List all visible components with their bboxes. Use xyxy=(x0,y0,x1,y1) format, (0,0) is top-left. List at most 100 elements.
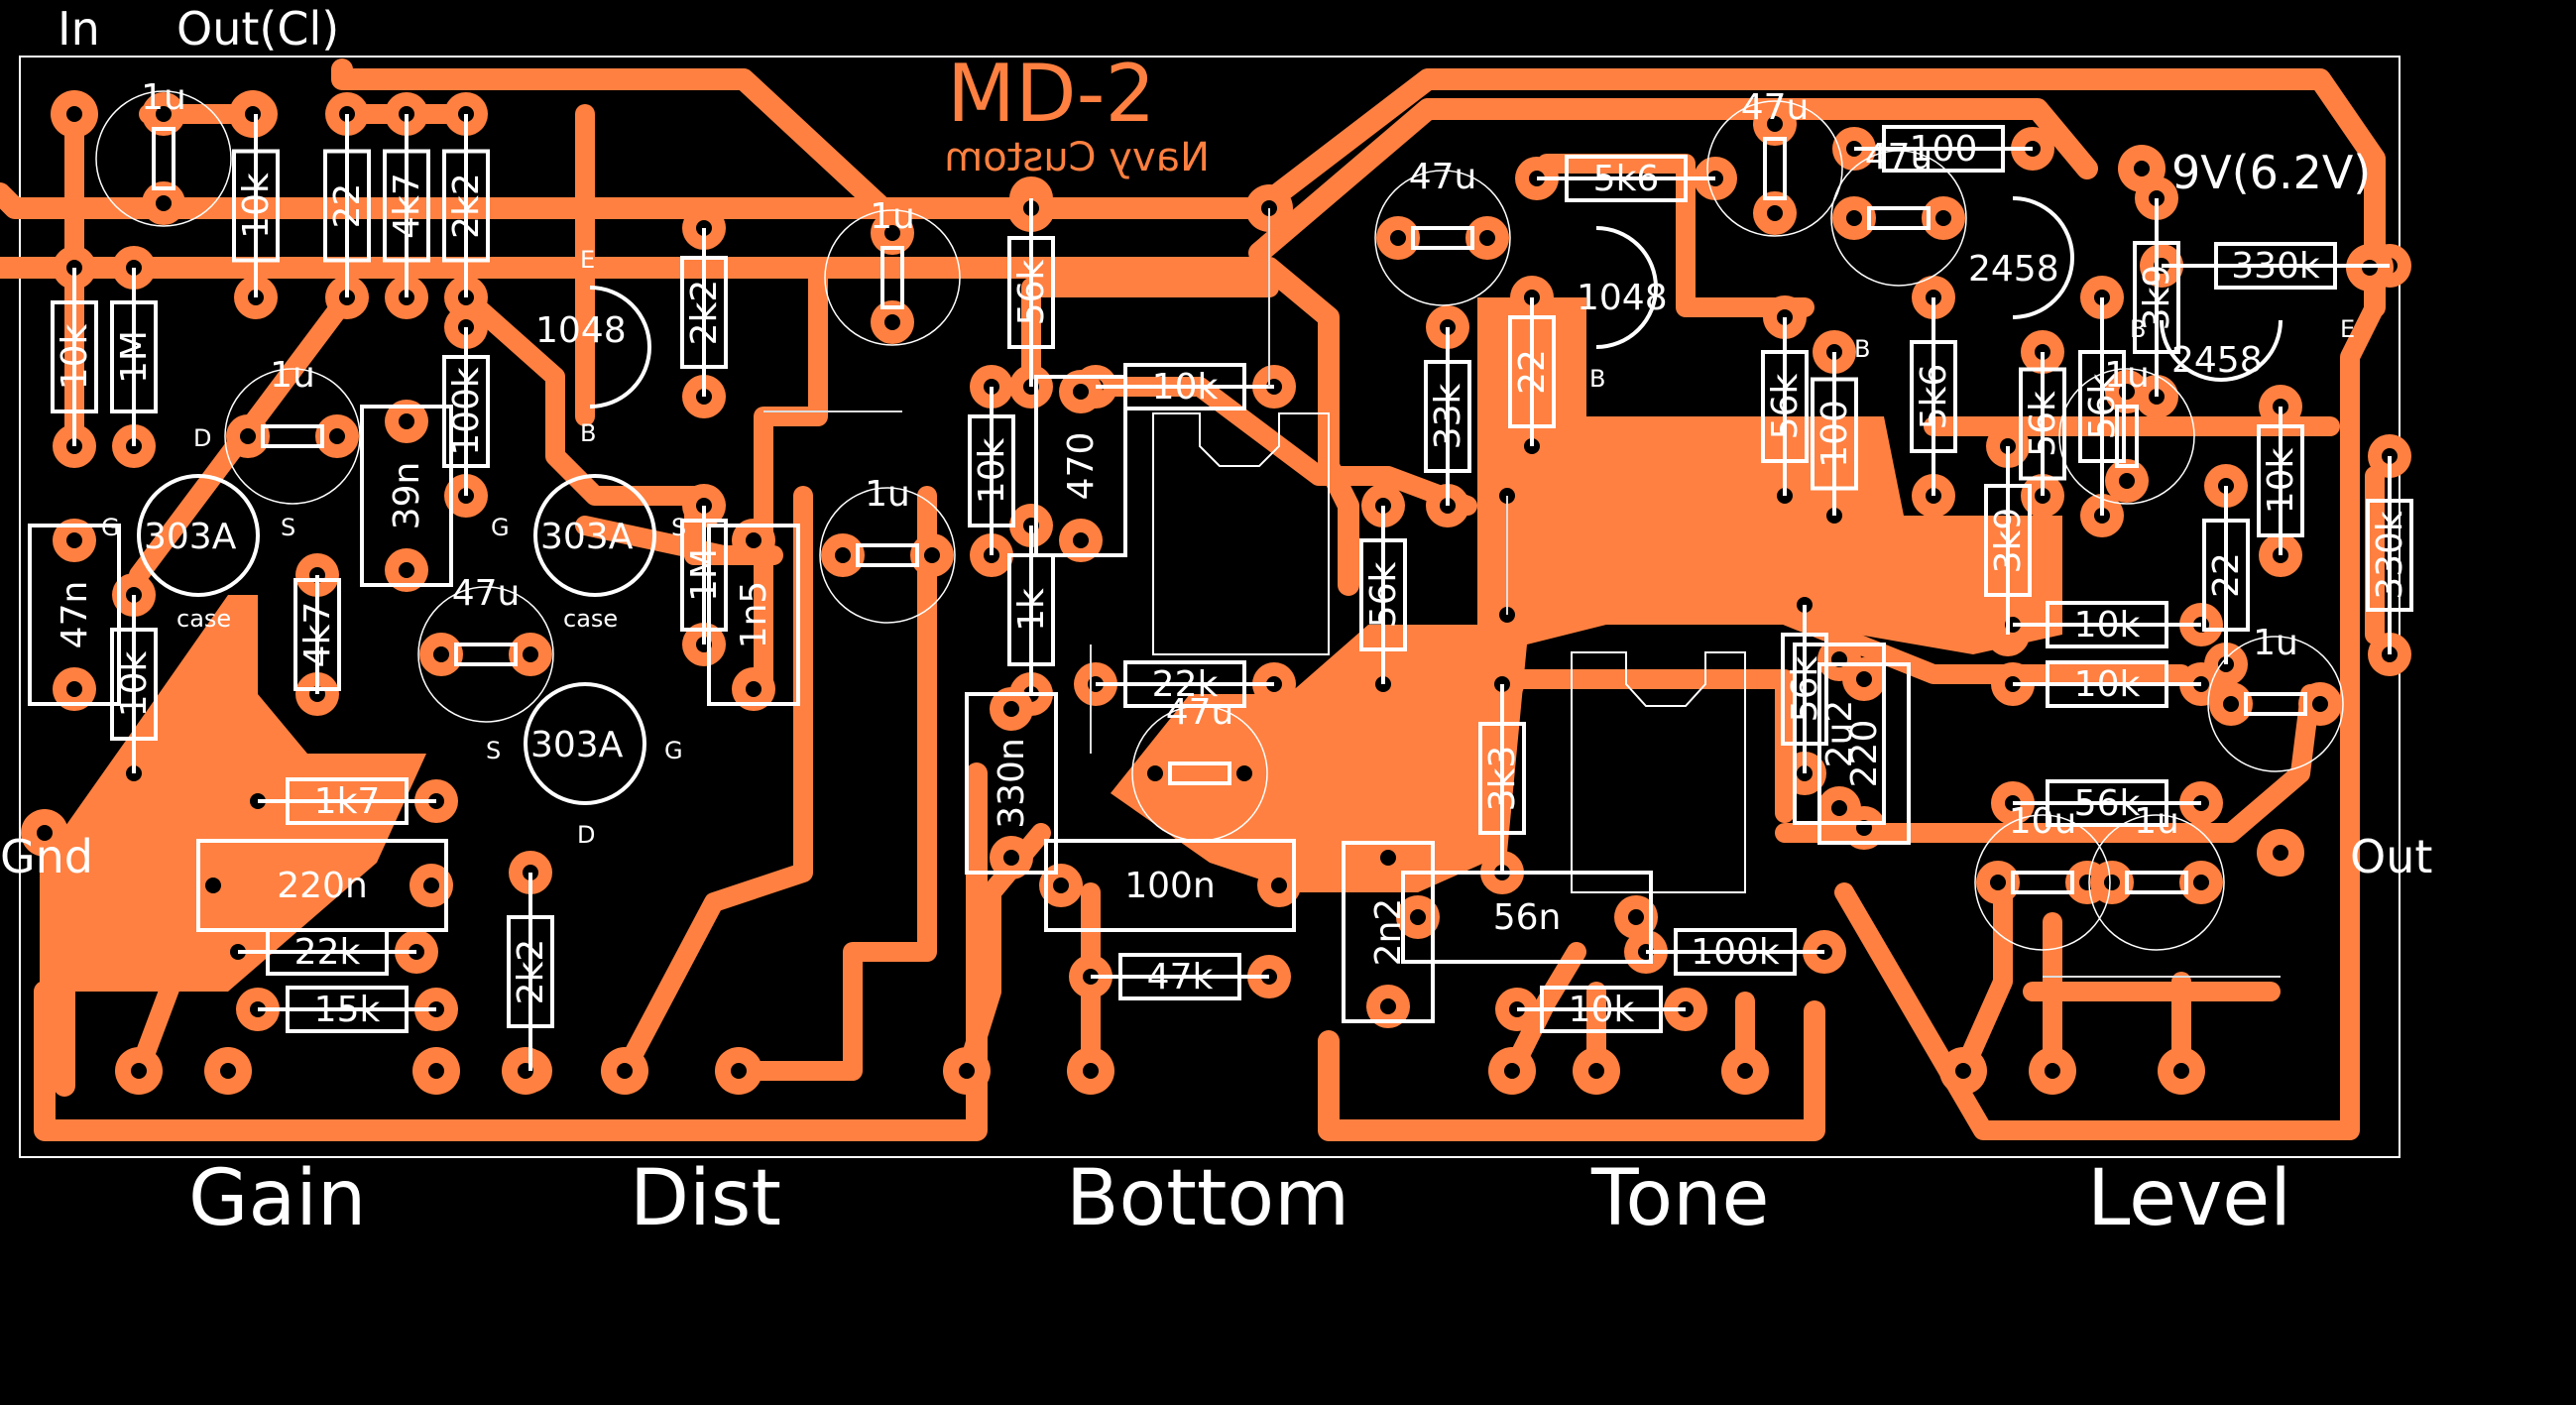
resistor-value: 22k xyxy=(294,932,361,973)
svg-text:D: D xyxy=(577,821,595,849)
resistor: 3k3 xyxy=(1478,684,1526,873)
capacitor: 1u xyxy=(95,77,232,227)
capacitor: 56n xyxy=(1401,871,1653,964)
capacitor-value: 2u2 xyxy=(1819,700,1860,768)
transistor-q6: 2458 B xyxy=(1854,196,2074,363)
svg-text:S: S xyxy=(486,737,501,764)
svg-text:1048: 1048 xyxy=(1577,278,1668,318)
resistor-value: 10k xyxy=(2074,605,2141,645)
svg-text:S: S xyxy=(281,514,295,541)
drill-hole xyxy=(2193,875,2209,890)
resistor-value: 56k xyxy=(2074,783,2141,824)
capacitor-value: 1u xyxy=(865,474,910,515)
drill-hole xyxy=(1504,1063,1520,1079)
resistor-value: 10k xyxy=(1152,367,1219,408)
trace xyxy=(1248,98,2098,264)
drill-hole xyxy=(924,547,940,563)
ground-pour xyxy=(40,595,426,992)
drill-hole xyxy=(1410,909,1426,925)
drill-hole xyxy=(1588,1063,1604,1079)
resistor: 22 xyxy=(323,114,371,297)
drill-hole xyxy=(66,106,82,122)
capacitor-value: 220 xyxy=(1844,720,1885,788)
drill-hole xyxy=(1767,116,1783,132)
drill-hole xyxy=(2223,696,2239,712)
resistor: 10k xyxy=(51,268,98,446)
resistor: 4k7 xyxy=(383,114,430,297)
resistor-value: 100k xyxy=(1691,932,1780,973)
drill-hole xyxy=(1053,878,1069,893)
capacitor-value: 470 xyxy=(1061,432,1102,501)
resistor-value: 22 xyxy=(327,183,368,229)
resistor: 5k6 xyxy=(1537,155,1715,202)
capacitor-value: 330n xyxy=(992,738,1032,829)
drill-hole xyxy=(1955,1063,1971,1079)
capacitor: 10u xyxy=(1974,801,2111,951)
drill-hole xyxy=(156,106,172,122)
resistor: 100 xyxy=(1811,352,1858,516)
svg-text:case: case xyxy=(563,605,618,633)
resistor-value: 4k7 xyxy=(297,602,338,668)
drill-hole xyxy=(1003,850,1019,866)
svg-text:E: E xyxy=(2340,315,2355,343)
drill-hole xyxy=(1767,205,1783,221)
resistor-value: 10k xyxy=(1569,990,1635,1030)
capacitor-value: 1n5 xyxy=(734,581,774,649)
svg-text:B: B xyxy=(1854,335,1870,363)
resistor-value: 5k6 xyxy=(1593,159,1660,199)
capacitor: 1u xyxy=(2207,623,2344,772)
resistor-value: 22 xyxy=(1512,349,1553,395)
resistor: 5k6 xyxy=(1910,297,1957,496)
connector-out-label: Out xyxy=(2350,830,2432,883)
capacitor: 47u xyxy=(1830,137,1967,287)
resistor: 1k xyxy=(1007,526,1055,694)
resistor-value: 1M xyxy=(114,330,155,384)
ground-pour xyxy=(1111,297,2062,892)
drill-hole xyxy=(1073,532,1089,548)
drill-hole xyxy=(428,1063,444,1079)
drill-hole xyxy=(1479,230,1495,246)
resistor: 100k xyxy=(1646,928,1824,976)
resistor-value: 2k2 xyxy=(684,280,725,346)
svg-text:B: B xyxy=(2130,315,2146,343)
resistor: 22k xyxy=(1096,660,1274,708)
drill-hole xyxy=(1846,210,1862,226)
svg-text:G: G xyxy=(101,514,120,541)
resistor-value: 2k2 xyxy=(446,173,487,239)
drill-hole xyxy=(245,106,261,122)
drill-hole xyxy=(156,195,172,211)
resistor: 56k xyxy=(2019,352,2066,496)
power-label: 9V(6.2V) xyxy=(2171,146,2371,199)
board-outline xyxy=(19,56,2400,1158)
capacitor: 100n xyxy=(1044,839,1296,932)
connector-out-cl-label: Out(Cl) xyxy=(176,2,339,56)
capacitor: 220n xyxy=(196,839,448,932)
resistor-value: 56k xyxy=(1765,374,1806,440)
resistor: 3k9 xyxy=(1984,446,2032,635)
pot-label-dist: Dist xyxy=(630,1154,781,1243)
resistor: 10k xyxy=(1517,986,1686,1033)
capacitor: 1u xyxy=(2058,355,2195,505)
resistor-value: 47k xyxy=(1147,957,1214,997)
drill-hole xyxy=(1073,384,1089,400)
capacitor: 39n xyxy=(360,405,453,587)
svg-text:303A: 303A xyxy=(530,725,624,765)
resistor-value: 10k xyxy=(2074,664,2141,705)
resistor-value: 5k6 xyxy=(1914,364,1954,430)
drill-hole xyxy=(1083,1063,1099,1079)
drill-hole xyxy=(2134,161,2150,176)
drill-hole xyxy=(1390,230,1406,246)
resistor: 2k2 xyxy=(680,228,728,397)
transistor-q3: 303A S G D xyxy=(486,682,683,849)
capacitor-value: 220n xyxy=(277,866,368,906)
resistor-value: 10k xyxy=(55,324,95,391)
capacitor-value: 1u xyxy=(141,77,186,118)
capacitor-value: 56n xyxy=(1493,897,1562,938)
resistor-value: 330k xyxy=(2231,246,2320,287)
resistor-value: 100 xyxy=(1815,400,1855,468)
resistor: 10k xyxy=(232,114,280,297)
drill-hole xyxy=(1003,701,1019,717)
resistor: 56k xyxy=(1761,317,1809,496)
svg-text:303A: 303A xyxy=(540,517,634,557)
transistor-q4: 1048 E B xyxy=(535,246,651,447)
